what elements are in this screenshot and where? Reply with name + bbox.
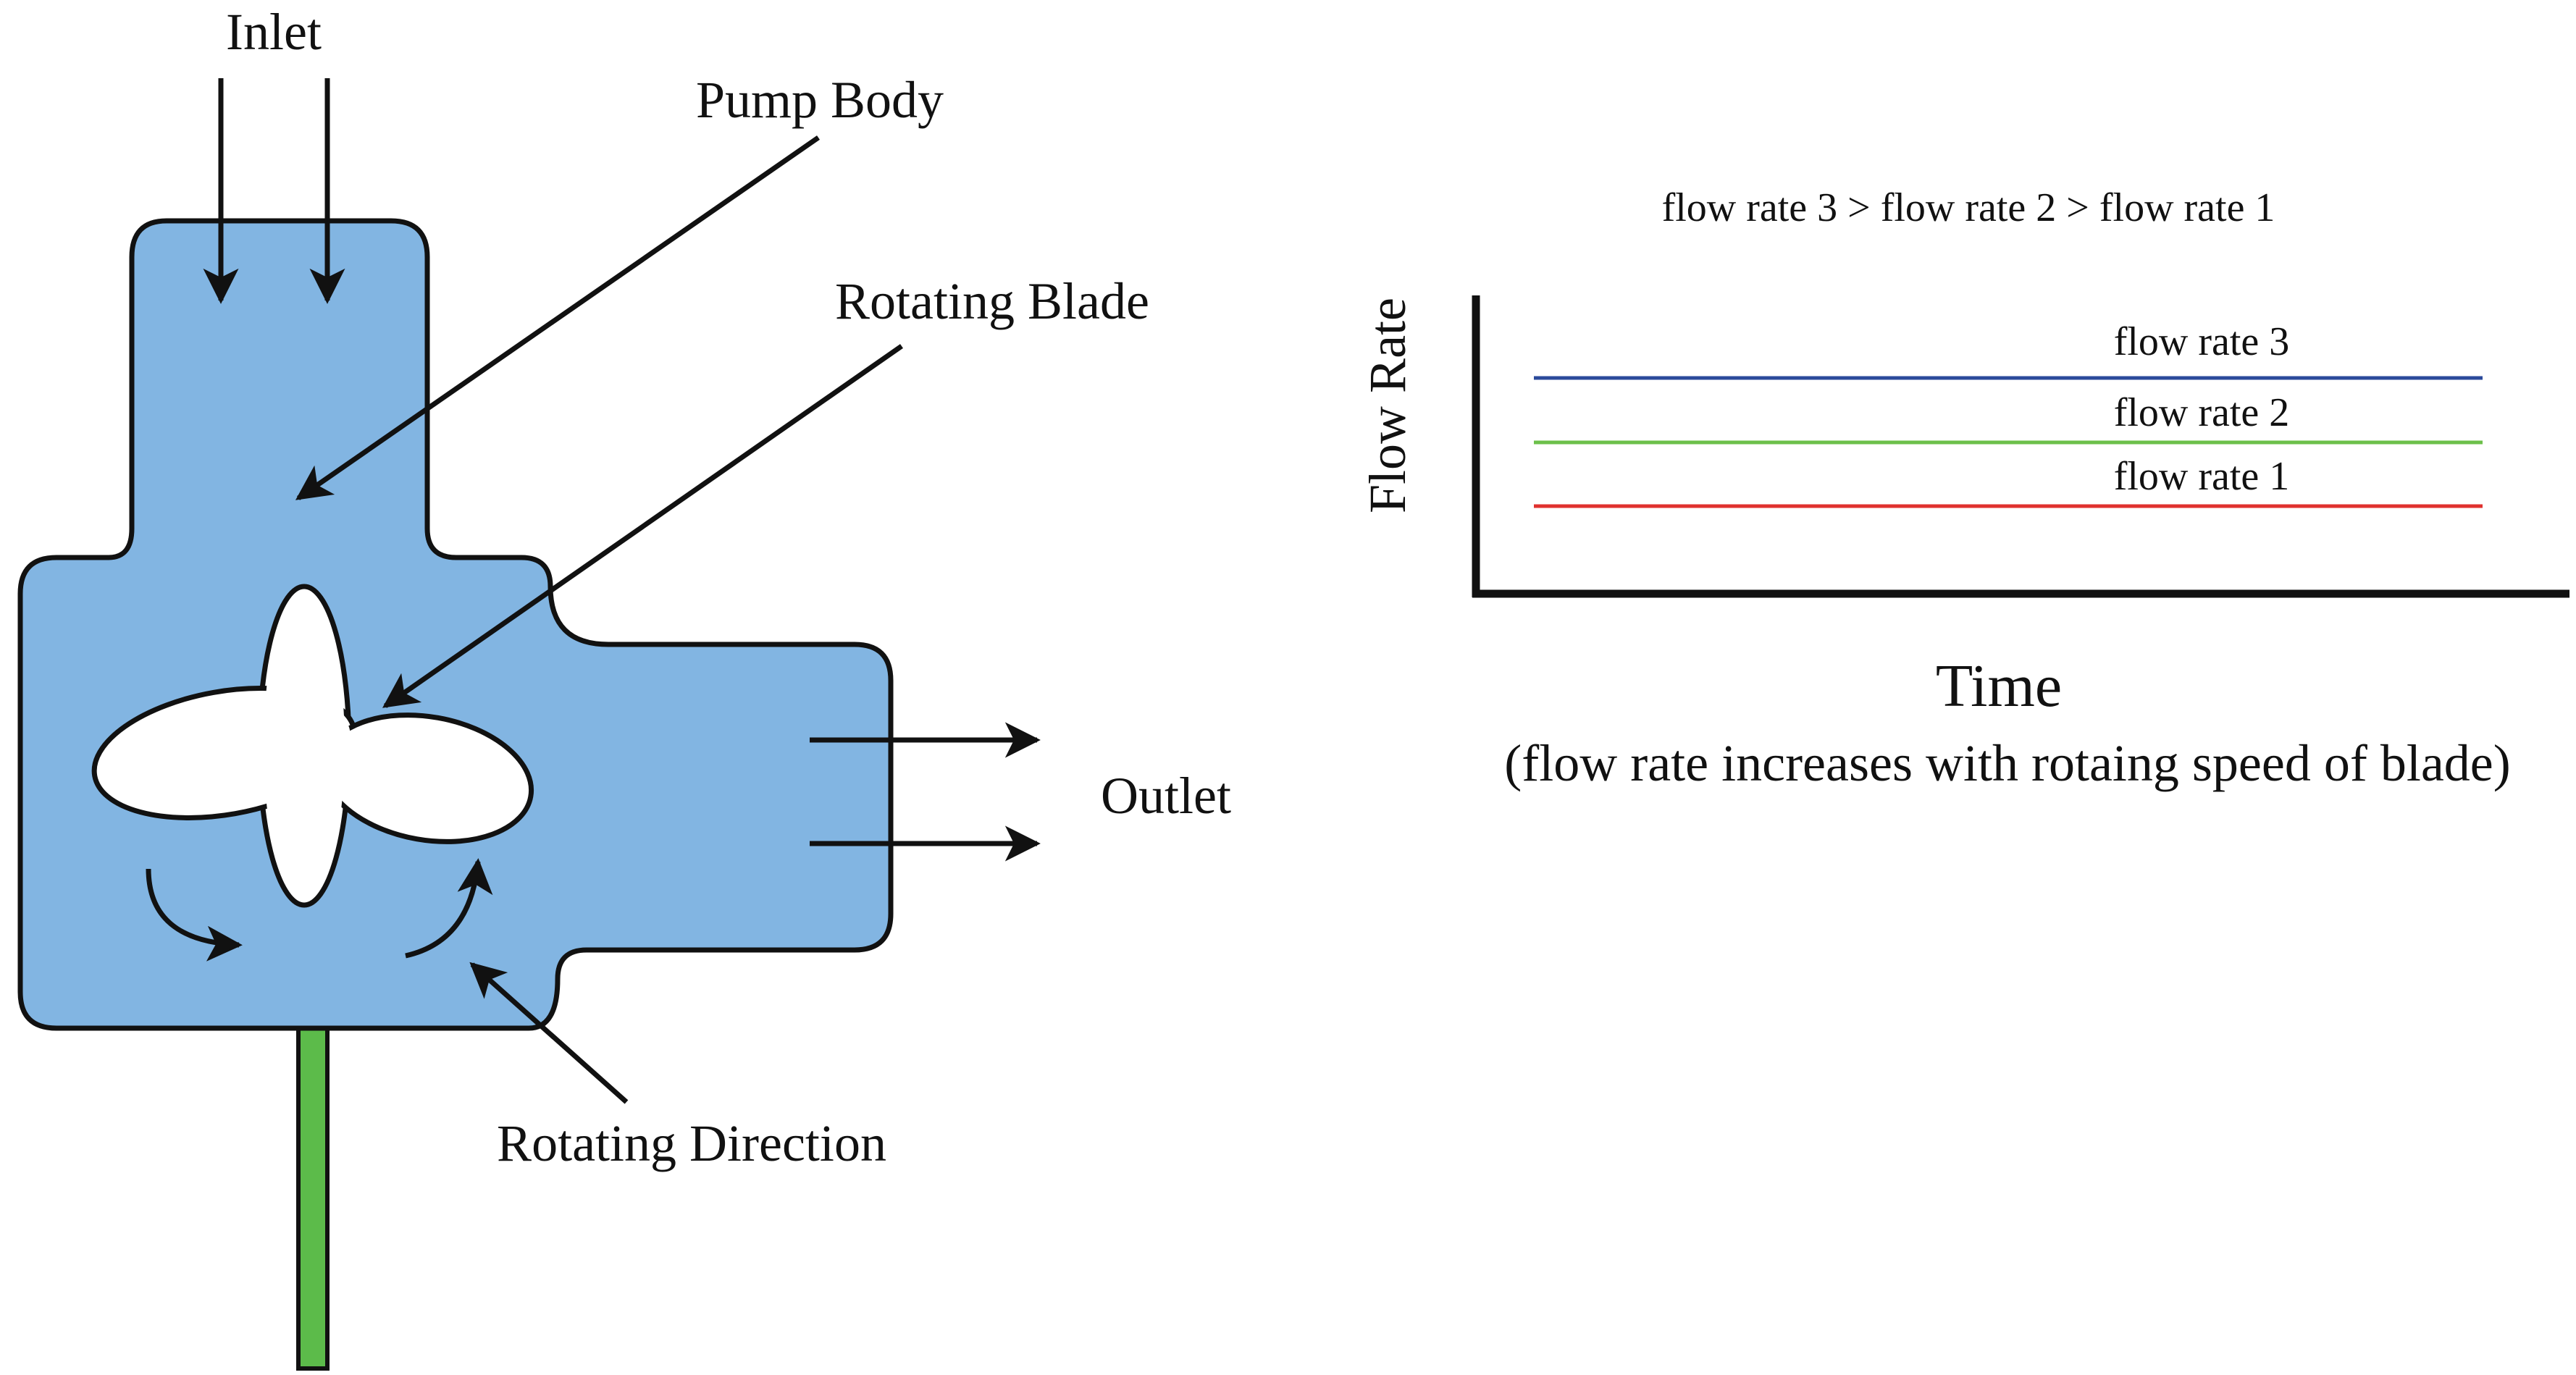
pump-body-label: Pump Body xyxy=(696,71,944,129)
rotation-arrow-right xyxy=(405,858,493,959)
x-axis-label: Time xyxy=(1936,652,2062,720)
rotation-arrow-left xyxy=(146,868,243,962)
chart-caption: (flow rate increases with rotaing speed … xyxy=(1504,734,2510,792)
rotating-blade-label: Rotating Blade xyxy=(835,272,1149,330)
y-axis-label: Flow Rate xyxy=(1359,298,1417,513)
series-label-flow-rate-3: flow rate 3 xyxy=(2114,319,2290,364)
series-label-flow-rate-2: flow rate 2 xyxy=(2114,390,2290,435)
chart-annotation: flow rate 3 > flow rate 2 > flow rate 1 xyxy=(1662,185,2275,230)
pump-body xyxy=(17,218,894,1031)
outlet-label: Outlet xyxy=(1101,767,1231,825)
rotating-blade xyxy=(91,584,534,908)
rotating-direction-pointer xyxy=(469,962,629,1104)
pump-body-pointer xyxy=(295,135,820,500)
series-label-flow-rate-1: flow rate 1 xyxy=(2114,454,2290,499)
rotating-direction-label: Rotating Direction xyxy=(497,1114,886,1172)
chart-axes xyxy=(1472,295,2569,598)
inlet-label: Inlet xyxy=(226,3,322,61)
rotating-blade-pointer xyxy=(382,344,904,708)
